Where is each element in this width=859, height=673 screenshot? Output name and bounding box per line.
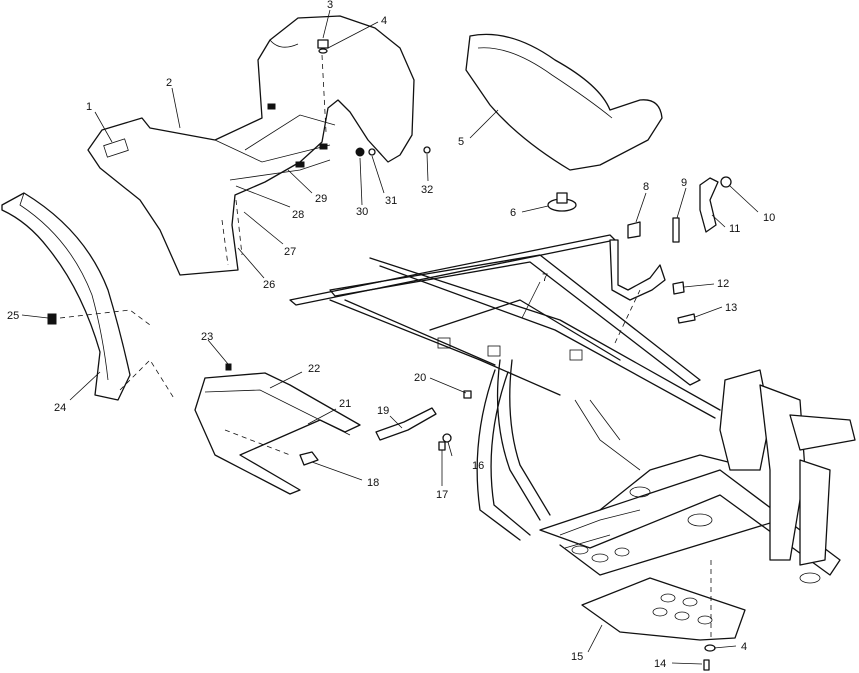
bolt-20 xyxy=(463,390,472,399)
callout-23: 23 xyxy=(201,331,213,343)
main-frame xyxy=(289,234,856,584)
seat xyxy=(465,33,663,212)
callout-26: 26 xyxy=(263,279,275,291)
callout-31: 31 xyxy=(385,195,397,207)
bolt-3 xyxy=(317,39,329,49)
callout-3: 3 xyxy=(327,0,333,11)
callout-8: 8 xyxy=(643,181,649,193)
nut-12 xyxy=(672,281,685,295)
callout-6: 6 xyxy=(510,207,516,219)
latch-bracket xyxy=(609,239,666,301)
bracket-19 xyxy=(375,407,437,441)
callout-30: 30 xyxy=(356,206,368,218)
callout-4: 4 xyxy=(381,15,387,27)
callout-14: 14 xyxy=(654,658,666,670)
bolt-14 xyxy=(703,659,710,671)
callout-9: 9 xyxy=(681,177,687,189)
washer-4 xyxy=(318,48,328,54)
screw-32 xyxy=(423,146,431,154)
callout-4b: 4 xyxy=(741,641,747,653)
callout-labels: 1 2 3 4 5 6 7 8 9 10 11 12 13 14 15 4 16… xyxy=(7,0,775,670)
callout-18: 18 xyxy=(367,477,379,489)
callout-22: 22 xyxy=(308,363,320,375)
callout-5: 5 xyxy=(458,136,464,148)
callout-10: 10 xyxy=(763,212,775,224)
callout-27: 27 xyxy=(284,246,296,258)
washer-4b xyxy=(704,644,716,652)
nut-30 xyxy=(355,147,365,157)
fender-tab xyxy=(103,138,129,158)
callout-16: 16 xyxy=(472,460,484,472)
hardware xyxy=(317,39,732,671)
clip-25 xyxy=(47,313,57,325)
nut-16 xyxy=(442,433,452,443)
callout-20: 20 xyxy=(414,372,426,384)
skid-plate xyxy=(581,577,746,641)
callout-29: 29 xyxy=(315,193,327,205)
rod-11 xyxy=(699,177,719,233)
callout-7: 7 xyxy=(542,272,548,284)
callout-19: 19 xyxy=(377,405,389,417)
washer-31 xyxy=(368,148,376,156)
grommet-8 xyxy=(627,221,641,239)
callout-15: 15 xyxy=(571,651,583,663)
bolt-17 xyxy=(438,441,446,451)
callout-12: 12 xyxy=(717,278,729,290)
bolt-13 xyxy=(677,313,696,324)
callout-11: 11 xyxy=(729,223,740,235)
leader-lines xyxy=(21,9,759,665)
callout-24: 24 xyxy=(54,402,66,414)
callout-21: 21 xyxy=(339,398,351,410)
callout-28: 28 xyxy=(292,209,304,221)
rear-fender xyxy=(87,15,415,276)
nut-10 xyxy=(720,176,732,188)
fender-flare xyxy=(1,192,176,401)
callout-2: 2 xyxy=(166,77,172,89)
callout-32: 32 xyxy=(421,184,433,196)
callout-25: 25 xyxy=(7,310,19,322)
footrest xyxy=(194,363,361,495)
callout-1: 1 xyxy=(86,101,92,113)
callout-13: 13 xyxy=(725,302,737,314)
bolt-9 xyxy=(672,217,680,243)
callout-17: 17 xyxy=(436,489,448,501)
